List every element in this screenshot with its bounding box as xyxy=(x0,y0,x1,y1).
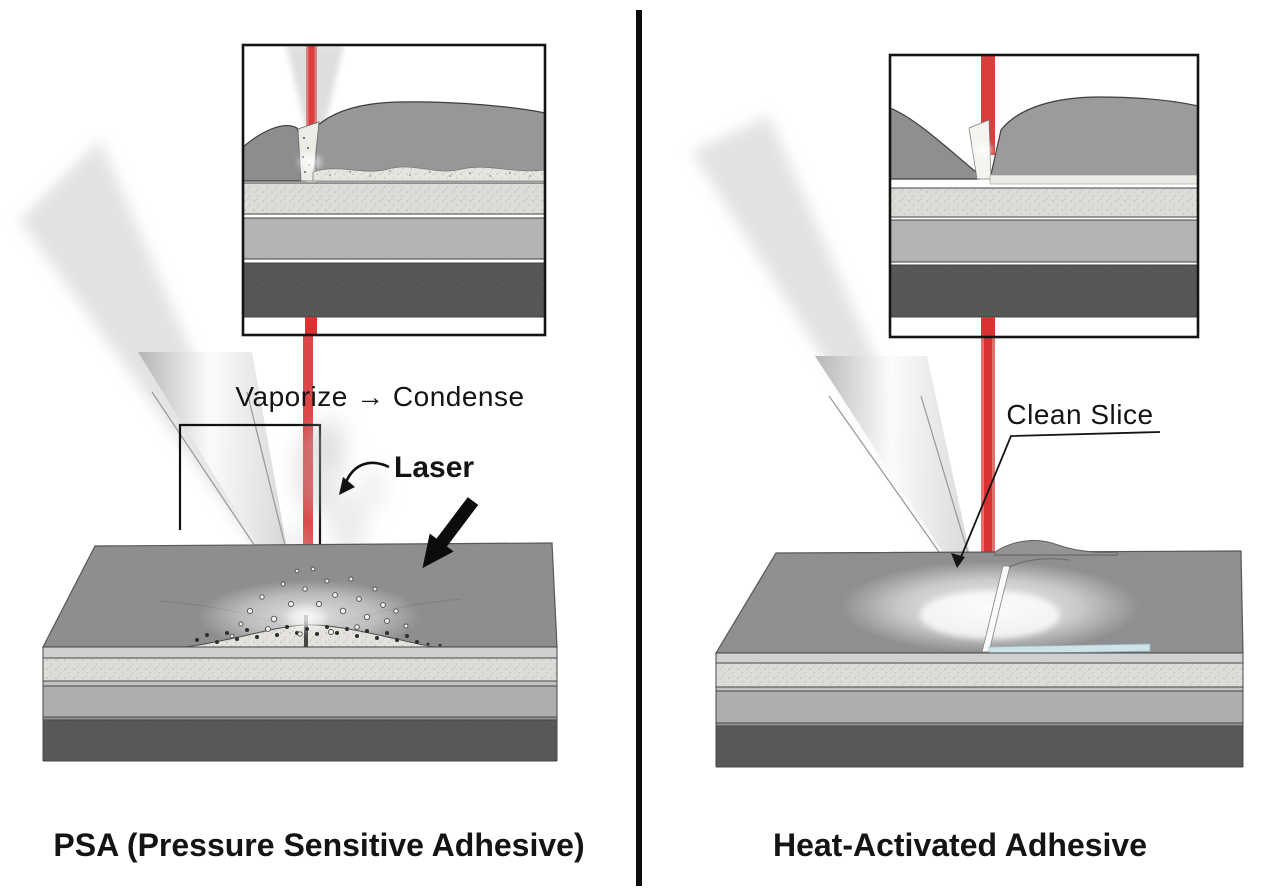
inset-detail-box xyxy=(241,43,547,337)
heat-panel-illustration xyxy=(692,53,1244,768)
heat-adhesive-strip xyxy=(988,643,1151,655)
vaporize-condense-label: Vaporize → Condense xyxy=(235,381,525,412)
laser-label: Laser xyxy=(394,451,475,484)
inset-detail-box xyxy=(888,53,1200,339)
leader-line xyxy=(951,431,1161,568)
material-stack xyxy=(714,540,1244,768)
panel-divider xyxy=(636,10,642,886)
debris-splash xyxy=(229,566,409,639)
material-stack xyxy=(42,542,558,762)
psa-panel-illustration xyxy=(20,43,558,762)
clean-slice-label: Clean Slice xyxy=(1006,399,1154,430)
heat-caption: Heat-Activated Adhesive xyxy=(772,827,1148,863)
psa-caption: PSA (Pressure Sensitive Adhesive) xyxy=(53,827,585,863)
smoke-plume xyxy=(279,414,387,574)
surface-arrow-icon xyxy=(422,497,479,569)
laser-pointer-arrow-icon xyxy=(339,461,390,495)
condensate-dots xyxy=(195,625,442,647)
zoom-bracket xyxy=(178,423,322,644)
